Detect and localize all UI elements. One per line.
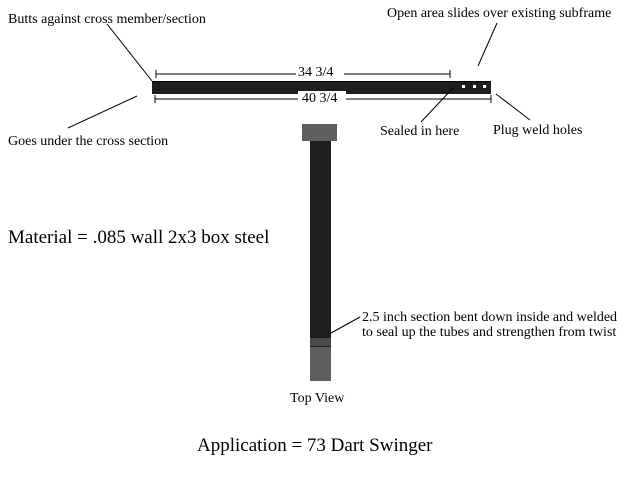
leader-open-area: [477, 22, 498, 67]
label-sealed-in: Sealed in here: [380, 124, 460, 139]
plug-weld-hole: [483, 85, 486, 88]
horizontal-tube: [152, 81, 491, 94]
vertical-tube: [310, 141, 331, 338]
leader-plug-weld: [495, 93, 531, 121]
label-material: Material = .085 wall 2x3 box steel: [8, 227, 270, 248]
label-application: Application = 73 Dart Swinger: [197, 435, 433, 456]
label-top-view: Top View: [290, 391, 345, 406]
plug-weld-hole: [473, 85, 476, 88]
vertical-tube-end: [310, 347, 331, 381]
dimension-label-upper: 34 3/4: [298, 65, 334, 80]
label-butts-against: Butts against cross member/section: [8, 12, 206, 27]
bent-section-band: [310, 338, 331, 347]
label-goes-under: Goes under the cross section: [8, 134, 169, 149]
dimension-label-lower: 40 3/4: [302, 91, 338, 106]
vertical-tube-cap: [302, 124, 337, 141]
label-bent-section-line2: to seal up the tubes and strengthen from…: [362, 325, 617, 340]
plug-weld-hole: [462, 85, 465, 88]
label-plug-weld: Plug weld holes: [493, 123, 583, 138]
leader-butts-against: [106, 23, 153, 82]
dimension-text-bg: [296, 66, 344, 80]
leader-sealed-in: [420, 87, 454, 123]
label-bent-section-line1: 2.5 inch section bent down inside and we…: [362, 310, 618, 325]
label-open-area: Open area slides over existing subframe: [387, 6, 612, 21]
dimension-text-bg: [298, 91, 346, 106]
leader-goes-under: [67, 95, 138, 129]
